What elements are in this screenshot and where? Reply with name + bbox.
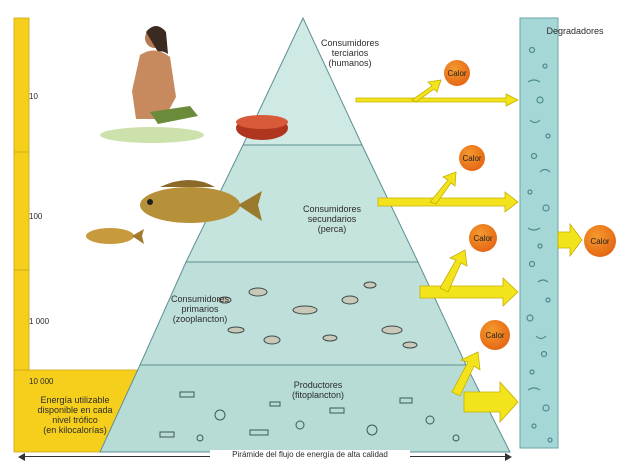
human-illustration	[100, 26, 288, 143]
heat-circle-primary: Calor	[469, 224, 497, 252]
pyramid-caption: Pirámide del flujo de energía de alta ca…	[210, 450, 410, 460]
heat-circle-final: Calor	[584, 225, 616, 257]
label-primary-consumers: Consumidores primarios (zooplancton)	[150, 294, 250, 324]
pyramid-tier-producers	[100, 365, 510, 452]
heat-circle-producers: Calor	[480, 320, 510, 350]
energy-value-primary: 1 000	[29, 317, 49, 326]
arrow-secondary	[378, 192, 518, 212]
energy-value-tertiary: 10	[29, 92, 38, 101]
energy-value-producers: 10 000	[29, 377, 53, 386]
degraders-column	[520, 18, 558, 448]
label-producers: Productores (fitoplancton)	[268, 380, 368, 400]
heat-circle-secondary: Calor	[459, 145, 485, 171]
label-tertiary-consumers: Consumidores terciarios (humanos)	[300, 38, 400, 68]
heat-circle-tertiary: Calor	[444, 60, 470, 86]
energy-scale-note: Energía utilizable disponible en cada ni…	[20, 395, 130, 435]
label-secondary-consumers: Consumidores secundarios (perca)	[282, 204, 382, 234]
arrow-to-final-heat	[558, 224, 582, 256]
arrow-tertiary	[356, 94, 518, 106]
energy-value-secondary: 100	[29, 212, 42, 221]
degraders-label: Degradadores	[535, 26, 615, 36]
